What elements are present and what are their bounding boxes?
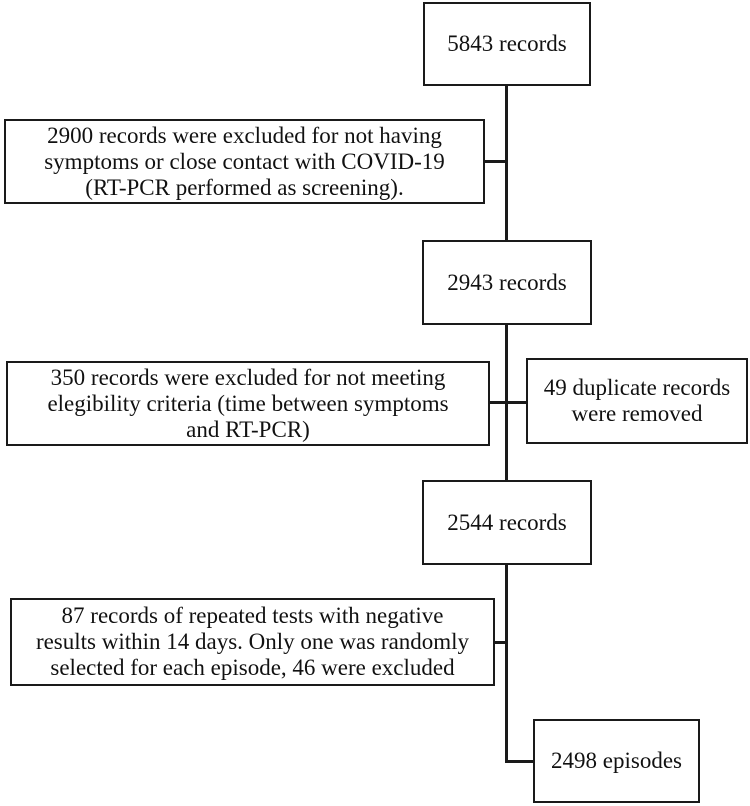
exclusion-eligibility-line-1: 350 records were excluded for not meetin…: [50, 364, 446, 390]
duplicates-removed-line-1: 49 duplicate records: [543, 375, 731, 400]
exclusion-eligibility-box: 350 records were excluded for not meetin…: [6, 361, 490, 446]
records-after-eligibility-box: 2544 records: [422, 480, 592, 565]
exclusion-repeated-tests-box: 87 records of repeated tests with negati…: [10, 598, 495, 686]
records-after-screening-text: 2943 records: [447, 269, 567, 295]
exclusion-eligibility-line-2: elegibility criteria (time between sympt…: [47, 390, 449, 416]
exclusion-screening-line-3: (RT-PCR performed as screening).: [85, 174, 404, 200]
records-after-eligibility-text: 2544 records: [447, 509, 567, 535]
connector-exclusion-screening: [483, 160, 507, 163]
duplicates-removed-box: 49 duplicate records were removed: [526, 358, 748, 444]
records-initial-text: 5843 records: [447, 31, 567, 56]
connector-to-episodes: [505, 760, 535, 763]
exclusion-repeated-line-1: 87 records of repeated tests with negati…: [61, 603, 444, 628]
exclusion-screening-line-1: 2900 records were excluded for not havin…: [47, 122, 442, 148]
connector-exclusion-eligibility: [488, 401, 528, 404]
duplicates-removed-line-2: were removed: [571, 401, 703, 426]
records-after-screening-box: 2943 records: [422, 240, 592, 325]
episodes-final-text: 2498 episodes: [551, 748, 682, 773]
exclusion-screening-line-2: symptoms or close contact with COVID-19: [44, 148, 445, 174]
exclusion-screening-box: 2900 records were excluded for not havin…: [4, 119, 485, 204]
connector-main-3: [505, 563, 508, 763]
exclusion-eligibility-line-3: and RT-PCR): [186, 416, 310, 442]
exclusion-repeated-line-2: results within 14 days. Only one was ran…: [35, 629, 470, 654]
episodes-final-box: 2498 episodes: [533, 719, 700, 803]
connector-exclusion-repeated: [493, 641, 507, 644]
exclusion-repeated-line-3: selected for each episode, 46 were exclu…: [50, 655, 455, 680]
records-initial-box: 5843 records: [423, 2, 591, 86]
